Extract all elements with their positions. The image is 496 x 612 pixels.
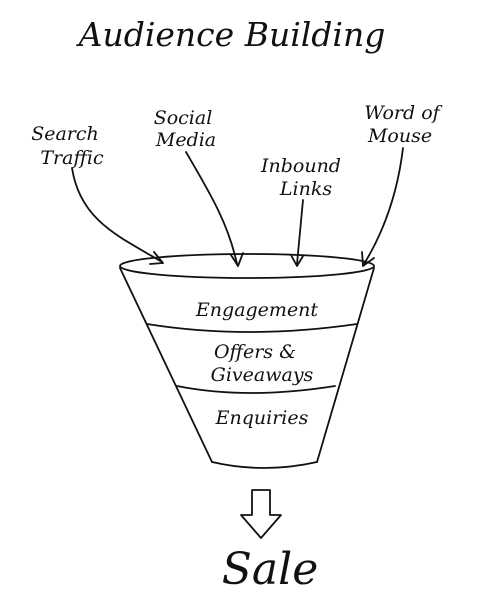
- arrowhead-search-traffic: [149, 251, 164, 265]
- funnel-bottom: [211, 461, 318, 469]
- arrow-inbound-links: [296, 199, 304, 265]
- source-label-inbound-links: Inbound Links: [260, 155, 347, 200]
- funnel-left-side: [119, 267, 213, 463]
- arrow-search-traffic: [71, 167, 163, 263]
- arrow-social-media: [185, 151, 238, 265]
- funnel-stage-enquiries: Enquiries: [215, 407, 309, 429]
- funnel-divider-1: [146, 323, 358, 333]
- funnel-divider-2: [176, 385, 336, 394]
- arrowhead-inbound-links: [290, 254, 304, 267]
- source-label-social-media: Social Media: [154, 107, 219, 151]
- arrow-word-of-mouse: [363, 147, 404, 265]
- diagram-title: Audience Building: [76, 15, 386, 54]
- funnel-stage-engagement: Engagement: [195, 299, 319, 321]
- arrowhead-social-media: [230, 252, 244, 267]
- arrowhead-word-of-mouse: [361, 251, 375, 267]
- funnel-rim: [119, 253, 375, 279]
- funnel-stage-offers-giveaways: Offers & Giveaways: [211, 341, 314, 386]
- source-label-word-of-mouse: Word of Mouse: [364, 102, 445, 147]
- funnel-right-side: [316, 267, 375, 463]
- result-label-sale: Sale: [222, 544, 319, 595]
- down-arrow-icon: [240, 489, 282, 539]
- source-label-search-traffic: Search Traffic: [31, 123, 105, 169]
